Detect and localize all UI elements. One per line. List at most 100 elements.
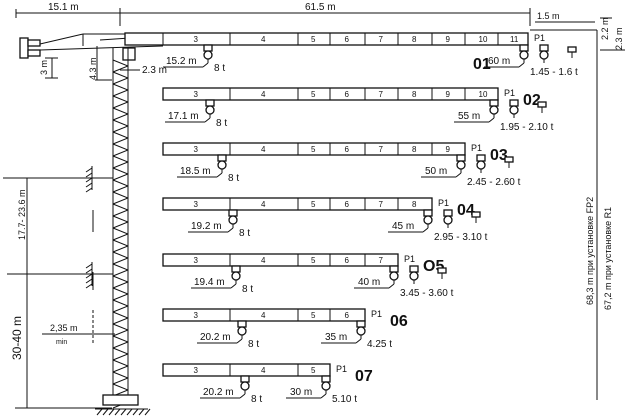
reach-radius: 55 m bbox=[458, 111, 480, 122]
mast-brace bbox=[112, 275, 129, 283]
tip-label: P1 bbox=[504, 88, 515, 98]
jib-section-label: 3 bbox=[194, 145, 199, 154]
near-trolley-icon bbox=[240, 375, 250, 383]
mast-brace bbox=[112, 305, 129, 313]
near-radius: 20.2 m bbox=[203, 387, 234, 398]
near-hook-icon bbox=[228, 215, 238, 225]
near-load: 8 t bbox=[214, 63, 225, 74]
jib-section-label: 4 bbox=[261, 366, 266, 375]
jib-bar bbox=[124, 32, 529, 46]
jib-section-label: 8 bbox=[412, 35, 417, 44]
tip-load: 1.95 - 2.10 t bbox=[500, 122, 554, 133]
jib-section-label: 4 bbox=[261, 200, 266, 209]
near-hook-icon bbox=[237, 326, 247, 336]
jib-section-label: 6 bbox=[345, 311, 350, 320]
tip-label: P1 bbox=[534, 33, 545, 43]
jib-section-label: 5 bbox=[311, 366, 316, 375]
config-id: 06 bbox=[390, 313, 408, 330]
alt-hook-icon bbox=[509, 105, 519, 115]
jib-section-label: 5 bbox=[311, 256, 316, 265]
near-load: 8 t bbox=[228, 173, 239, 184]
alt-hook-icon bbox=[409, 271, 419, 281]
mast-brace bbox=[112, 113, 129, 121]
tie-spacing: 17.7- 23.6 m bbox=[17, 189, 27, 240]
tip-trolley-icon bbox=[519, 44, 529, 52]
near-load: 8 t bbox=[251, 394, 262, 405]
jib-length: 61.5 m bbox=[305, 2, 336, 13]
crane-head: 3 m 4.3 m 2.3 m bbox=[19, 33, 167, 81]
alt-hook-icon bbox=[443, 215, 453, 225]
alt-trolley-icon bbox=[409, 265, 419, 273]
jib-section-label: 4 bbox=[261, 145, 266, 154]
jib-section-label: 3 bbox=[194, 366, 199, 375]
jib-section-label: 7 bbox=[379, 35, 384, 44]
mast-brace bbox=[112, 323, 129, 331]
wall-hatch bbox=[85, 177, 93, 183]
mast-brace bbox=[112, 161, 129, 169]
mast-brace bbox=[112, 221, 129, 229]
near-radius: 19.2 m bbox=[191, 221, 222, 232]
mast-brace bbox=[112, 245, 129, 253]
wall-hatch bbox=[85, 278, 93, 284]
jib-section-label: 10 bbox=[479, 35, 488, 44]
near-trolley-icon bbox=[203, 44, 213, 52]
mast-brace bbox=[112, 341, 129, 349]
mast-brace bbox=[112, 233, 129, 241]
near-radius: 20.2 m bbox=[200, 332, 231, 343]
tip-hook-icon bbox=[519, 50, 529, 60]
mast-brace bbox=[112, 269, 129, 277]
mast-brace bbox=[112, 365, 129, 373]
top-dimension: 15.1 m 61.5 m 1.5 m 2.2 m 2.3 m bbox=[15, 2, 625, 400]
config-id: 04 bbox=[457, 202, 475, 219]
mast-brace bbox=[112, 371, 129, 379]
mast-brace bbox=[112, 185, 129, 193]
mast-brace bbox=[112, 287, 129, 295]
wall-hatch bbox=[85, 268, 93, 274]
mast-brace bbox=[112, 329, 129, 337]
tip-load: 4.25 t bbox=[367, 339, 392, 350]
trolley-offset: 2.3 m bbox=[142, 65, 167, 76]
jib-section-label: 9 bbox=[446, 145, 451, 154]
jib-section-label: 3 bbox=[194, 90, 199, 99]
reach-radius: 45 m bbox=[392, 221, 414, 232]
tip-hook-icon bbox=[321, 381, 331, 391]
jib-section-label: 4 bbox=[261, 311, 266, 320]
mast-brace bbox=[112, 65, 129, 73]
alt-trolley-icon bbox=[504, 156, 514, 163]
jib-bar bbox=[162, 363, 331, 377]
mast-brace bbox=[112, 191, 129, 199]
mast-brace bbox=[112, 143, 129, 151]
mast-brace bbox=[112, 131, 129, 139]
near-radius: 19.4 m bbox=[194, 277, 225, 288]
mast-brace bbox=[112, 335, 129, 343]
mast-brace bbox=[112, 173, 129, 181]
ground-hatch bbox=[114, 408, 121, 416]
wall-hatch bbox=[85, 283, 93, 289]
wall-hatch bbox=[85, 187, 93, 193]
mast-brace bbox=[112, 239, 129, 247]
wall-hatch bbox=[85, 172, 93, 178]
reach-radius: 30 m bbox=[290, 387, 312, 398]
near-hook-icon bbox=[240, 381, 250, 391]
alt-hook-icon bbox=[539, 50, 549, 60]
jib-section-label: 7 bbox=[379, 200, 384, 209]
tip-label: P1 bbox=[471, 143, 482, 153]
jib-section-label: 7 bbox=[379, 90, 384, 99]
config-id: 07 bbox=[355, 368, 373, 385]
reach-radius: 40 m bbox=[358, 277, 380, 288]
near-radius: 17.1 m bbox=[168, 111, 199, 122]
tip-load: 2.95 - 3.10 t bbox=[434, 232, 488, 243]
near-hook-icon bbox=[205, 105, 215, 115]
alt-trolley-icon bbox=[539, 44, 549, 52]
mast-brace bbox=[112, 353, 129, 361]
jib-section-label: 9 bbox=[446, 35, 451, 44]
alt-trolley-icon bbox=[567, 46, 577, 53]
mast-brace bbox=[112, 293, 129, 301]
near-trolley-icon bbox=[231, 265, 241, 273]
jib-section-label: 6 bbox=[345, 90, 350, 99]
jib-section-label: 6 bbox=[345, 145, 350, 154]
mast-brace bbox=[112, 299, 129, 307]
